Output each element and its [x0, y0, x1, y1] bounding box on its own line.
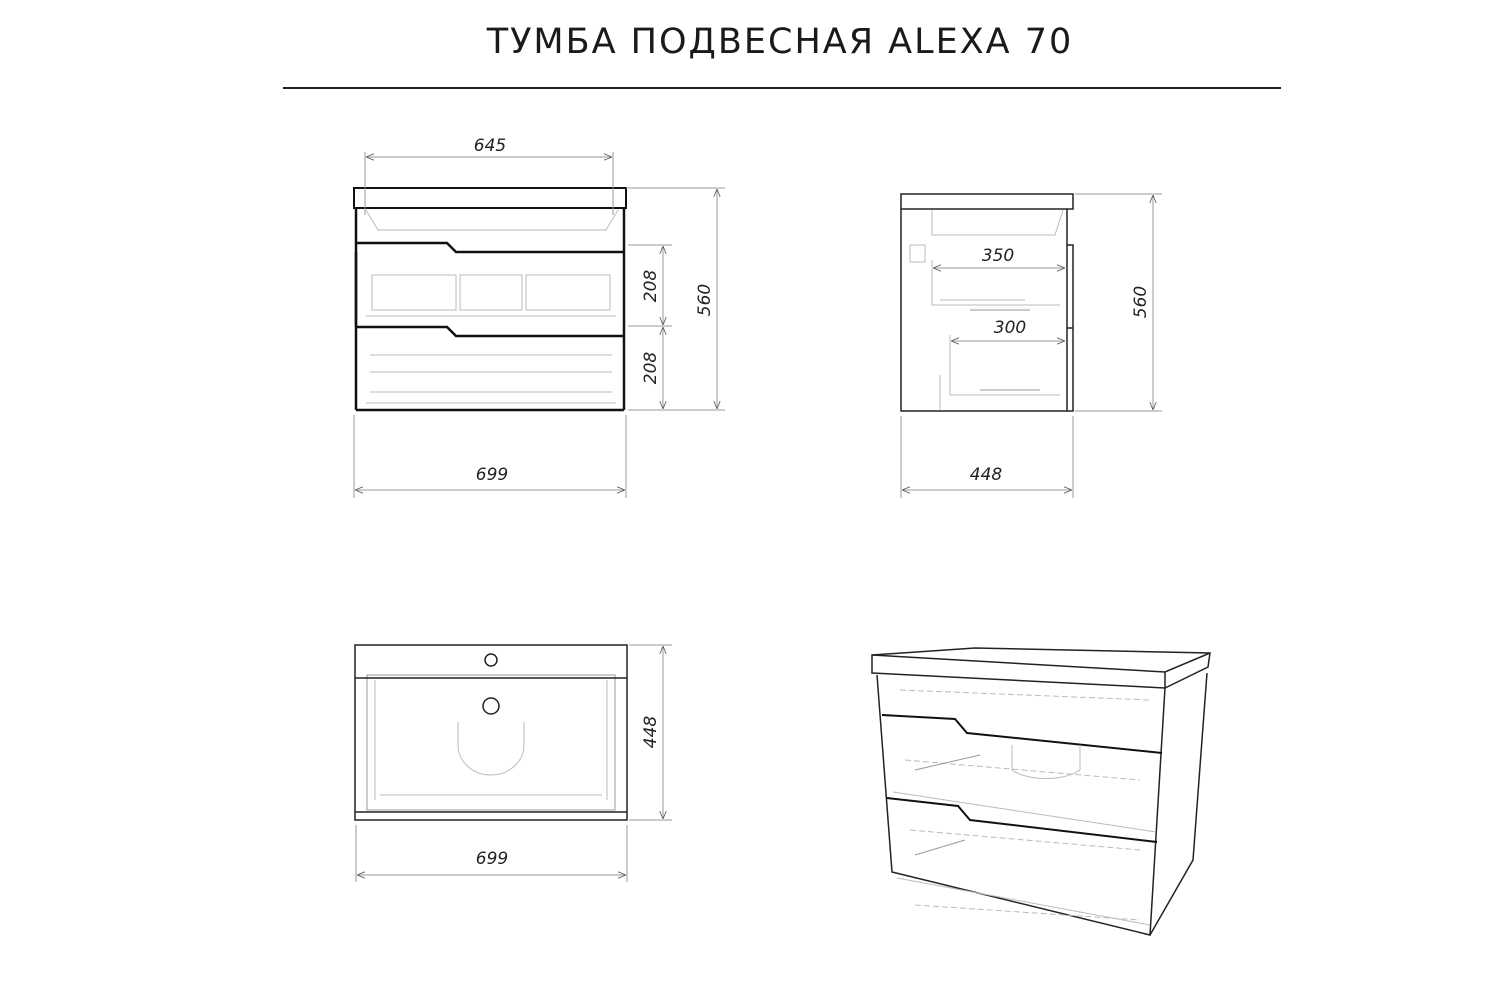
front-drawer-height-2-label: 208 [641, 352, 661, 385]
side-view: 448 350 300 560 [900, 193, 1162, 498]
page-title: ТУМБА ПОДВЕСНАЯ ALEXA 70 [486, 22, 1074, 62]
top-view: 448 699 [354, 644, 672, 882]
side-drawer-depth-2-label: 300 [994, 318, 1026, 338]
isometric-view [871, 647, 1211, 936]
title-divider [283, 87, 1281, 89]
side-drawer-depth-1-label: 350 [982, 246, 1014, 266]
top-depth-label: 448 [641, 716, 661, 749]
front-drawer-height-1-label: 208 [641, 270, 661, 303]
front-overall-width-label: 699 [476, 465, 508, 485]
side-height-label: 560 [1131, 286, 1151, 318]
side-depth-label: 448 [970, 465, 1003, 485]
front-view: 645 699 208 208 560 [353, 136, 725, 498]
front-top-width-label: 645 [474, 136, 506, 156]
drain-icon [482, 697, 500, 715]
faucet-hole-icon [484, 653, 498, 667]
front-overall-height-label: 560 [695, 284, 715, 316]
top-width-label: 699 [476, 849, 508, 869]
